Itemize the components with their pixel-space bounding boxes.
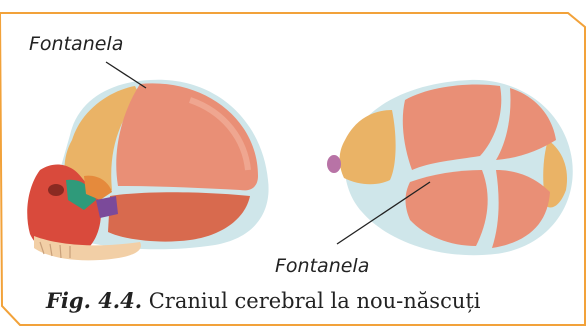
figure-caption: Fig. 4.4. Craniul cerebral la nou-născuț… [46, 288, 481, 313]
caption-prefix: Fig. 4.4. [46, 288, 142, 313]
skull-top-view [327, 80, 573, 255]
caption-text: Craniul cerebral la nou-născuți [142, 289, 480, 313]
fontanel-label-bottom: Fontanela [275, 255, 369, 277]
fontanel-label-top: Fontanela [29, 33, 123, 55]
skull-side-view [27, 80, 268, 261]
